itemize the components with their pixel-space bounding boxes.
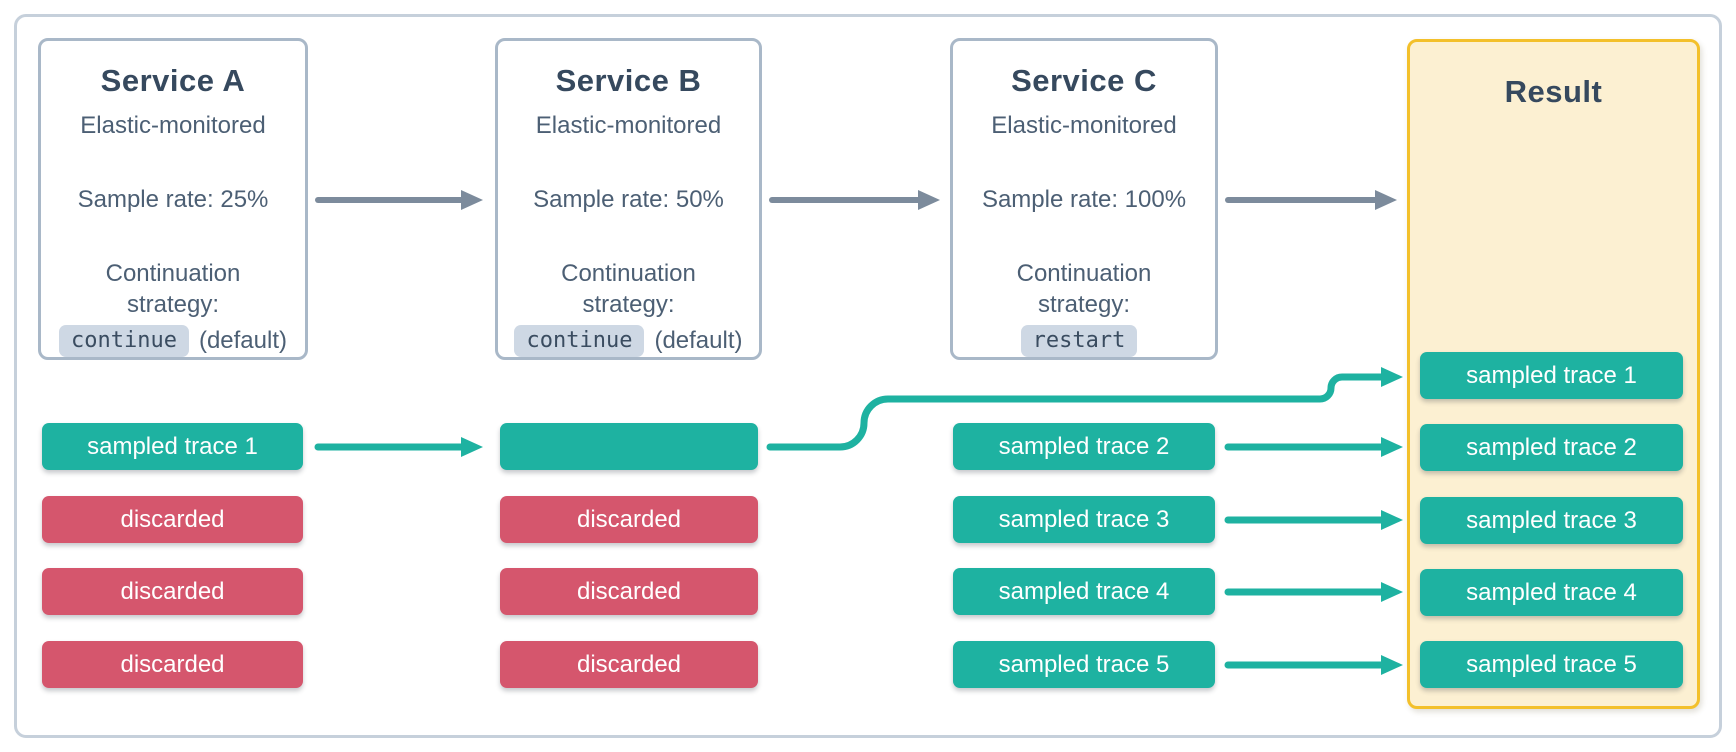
result-trace-3: sampled trace 3 [1420, 497, 1683, 544]
result-trace-4: sampled trace 4 [1420, 569, 1683, 616]
trace-b-2: discarded [500, 496, 758, 543]
trace-c-1: sampled trace 2 [953, 423, 1215, 470]
trace-a-2: discarded [42, 496, 303, 543]
service-title: Service A [100, 63, 246, 98]
continuation-strategy-label: Continuation strategy: [561, 260, 696, 318]
strategy-chip-row: restart [953, 325, 1215, 357]
outer-frame [14, 14, 1722, 738]
service-subtitle: Elastic-monitored [991, 112, 1177, 139]
sample-rate-label: Sample rate: 25% [77, 186, 269, 213]
service-title: Service B [555, 63, 702, 98]
result-trace-2: sampled trace 2 [1420, 424, 1683, 471]
service-a-box: Service A Elastic-monitored Sample rate:… [38, 38, 308, 360]
trace-a-3: discarded [42, 568, 303, 615]
strategy-chip-row: continue (default) [498, 325, 759, 357]
trace-c-4: sampled trace 5 [953, 641, 1215, 688]
result-trace-1: sampled trace 1 [1420, 352, 1683, 399]
service-subtitle: Elastic-monitored [80, 112, 266, 139]
result-trace-5: sampled trace 5 [1420, 641, 1683, 688]
sample-rate-label: Sample rate: 100% [981, 186, 1187, 213]
continuation-strategy-label: Continuation strategy: [1016, 260, 1152, 318]
strategy-chip: continue [514, 325, 645, 357]
service-subtitle: Elastic-monitored [535, 112, 722, 139]
strategy-chip: continue [58, 325, 189, 357]
continuation-strategy-label: Continuation strategy: [105, 260, 241, 318]
trace-c-3: sampled trace 4 [953, 568, 1215, 615]
strategy-default-note: (default) [654, 327, 743, 354]
trace-a-1: sampled trace 1 [42, 423, 303, 470]
trace-b-1-empty [500, 423, 758, 470]
result-title: Result [1504, 74, 1603, 109]
trace-c-2: sampled trace 3 [953, 496, 1215, 543]
strategy-chip: restart [1020, 325, 1138, 357]
strategy-default-note: (default) [198, 327, 287, 354]
service-b-box: Service B Elastic-monitored Sample rate:… [495, 38, 762, 360]
sample-rate-label: Sample rate: 50% [533, 186, 724, 213]
service-c-box: Service C Elastic-monitored Sample rate:… [950, 38, 1218, 360]
trace-a-4: discarded [42, 641, 303, 688]
trace-b-4: discarded [500, 641, 758, 688]
strategy-chip-row: continue (default) [41, 325, 305, 357]
service-title: Service C [1011, 63, 1157, 98]
trace-b-3: discarded [500, 568, 758, 615]
